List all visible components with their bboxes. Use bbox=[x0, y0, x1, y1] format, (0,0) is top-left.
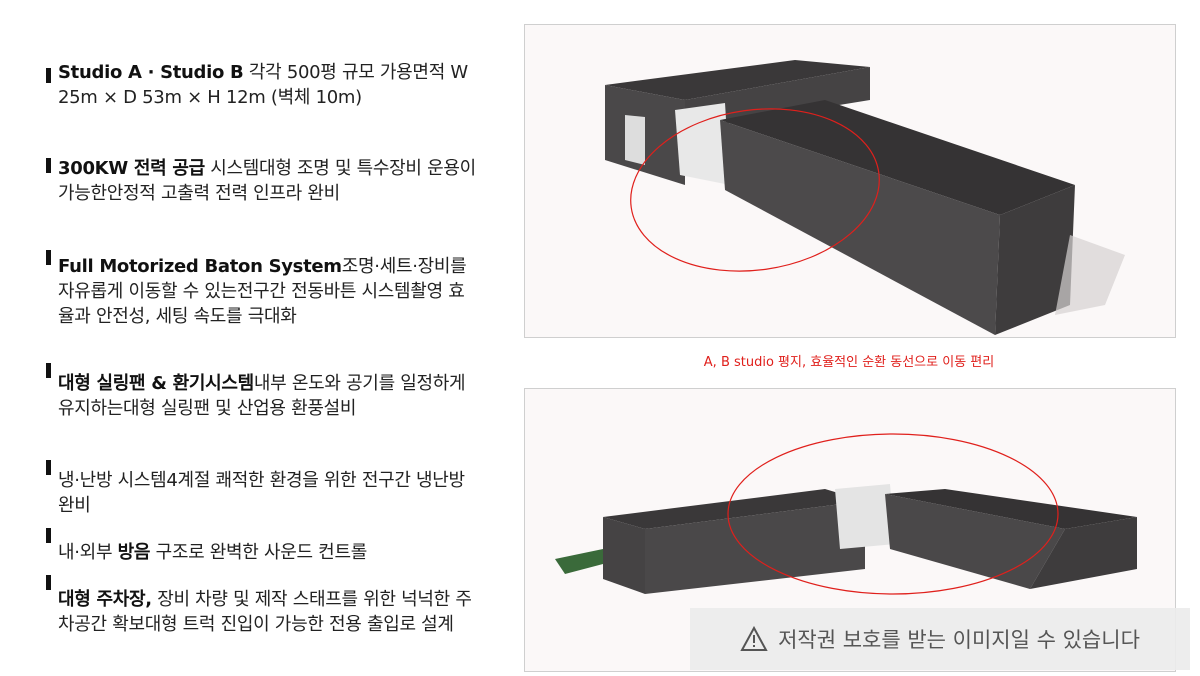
feature-text: 냉·난방 시스템4계절 쾌적한 환경을 위한 전구간 냉난방 완비 bbox=[58, 470, 465, 516]
feature-item: 대형 실링팬 & 환기시스템내부 온도와 공기를 일정하게 유지하는대형 실링팬… bbox=[46, 363, 476, 421]
feature-item: 300KW 전력 공급 시스템대형 조명 및 특수장비 운용이 가능한안정적 고… bbox=[46, 156, 476, 206]
feature-item: Full Motorized Baton System조명·세트·장비를 자유롭… bbox=[46, 250, 476, 329]
building-render-image bbox=[555, 433, 1137, 595]
bullet-marker bbox=[46, 460, 51, 475]
feature-item: 내·외부 방음 구조로 완벽한 사운드 컨트롤 bbox=[46, 528, 476, 565]
feature-text: 장비 차량 및 제작 스태프를 위한 넉넉한 주차공간 확보대형 트럭 진입이 … bbox=[58, 589, 472, 635]
feature-text: 각각 500평 규모 가용면적 W 25m × D 53m × H 12m (벽… bbox=[58, 62, 468, 108]
copyright-watermark: 저작권 보호를 받는 이미지일 수 있습니다 bbox=[690, 608, 1190, 670]
feature-title: 대형 실링팬 & 환기시스템 bbox=[58, 373, 254, 394]
feature-text: 조명·세트·장비를 자유롭게 이동할 수 있는전구간 전동바튼 시스템촬영 효율… bbox=[58, 256, 467, 327]
feature-text: 내부 온도와 공기를 일정하게 유지하는대형 실링팬 및 산업용 환풍설비 bbox=[58, 373, 466, 419]
feature-text: 구조로 완벽한 사운드 컨트롤 bbox=[150, 542, 368, 563]
feature-item: Studio A · Studio B 각각 500평 규모 가용면적 W 25… bbox=[46, 60, 476, 110]
building-render-image bbox=[605, 60, 1125, 335]
feature-title: 대형 주차장, bbox=[58, 589, 152, 610]
render-caption: A, B studio 평지, 효율적인 순환 동선으로 이동 편리 bbox=[703, 355, 995, 370]
bullet-marker bbox=[46, 158, 51, 173]
feature-text: 시스템대형 조명 및 특수장비 운용이 가능한안정적 고출력 전력 인프라 완비 bbox=[58, 158, 476, 204]
bullet-marker bbox=[46, 250, 51, 265]
feature-title: 300KW 전력 공급 bbox=[58, 158, 205, 179]
watermark-text: 저작권 보호를 받는 이미지일 수 있습니다 bbox=[778, 628, 1140, 652]
bullet-marker bbox=[46, 528, 51, 543]
bullet-marker bbox=[46, 68, 51, 83]
feature-item: 냉·난방 시스템4계절 쾌적한 환경을 위한 전구간 냉난방 완비 bbox=[46, 460, 476, 518]
bullet-marker bbox=[46, 363, 51, 378]
studio-render-top bbox=[524, 24, 1176, 338]
feature-title: Studio A · Studio B bbox=[58, 62, 244, 83]
feature-title: 방음 bbox=[117, 542, 151, 563]
bullet-marker bbox=[46, 575, 51, 590]
feature-item: 대형 주차장, 장비 차량 및 제작 스태프를 위한 넉넉한 주차공간 확보대형… bbox=[46, 575, 476, 637]
highlight-ellipse bbox=[727, 433, 1059, 595]
highlight-ellipse bbox=[630, 108, 880, 272]
feature-text: 내·외부 bbox=[58, 542, 118, 563]
warning-icon bbox=[740, 626, 768, 651]
feature-title: Full Motorized Baton System bbox=[58, 256, 342, 277]
